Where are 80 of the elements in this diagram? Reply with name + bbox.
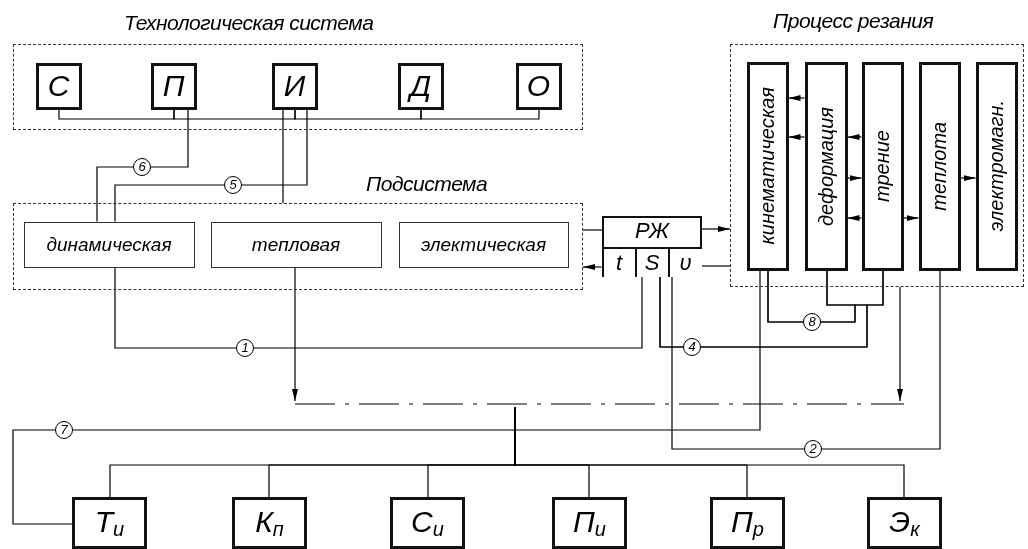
box-label: П	[162, 69, 185, 103]
box-label: Т$_{и}$	[94, 505, 125, 541]
box-label: электическая	[420, 233, 547, 256]
arrow	[959, 175, 977, 181]
box-label: кинематическая	[756, 87, 779, 245]
output-box	[867, 497, 942, 549]
arrow	[902, 215, 920, 221]
table-heading: РЖ	[635, 218, 669, 244]
connector-line	[58, 108, 175, 120]
group-title: Технологическая система	[124, 11, 374, 35]
box-label: К$_{п}$	[255, 505, 284, 541]
connector-line	[96, 108, 189, 223]
connector-line	[12, 269, 761, 525]
connector-line	[671, 269, 941, 450]
edge-label: 8	[803, 313, 821, 331]
process-column	[746, 61, 789, 271]
box-label: S	[644, 249, 660, 276]
arrow	[582, 264, 603, 270]
box-label: О	[526, 69, 551, 103]
table-cell	[601, 246, 635, 277]
box-label: t	[615, 249, 623, 276]
box-label: П$_{р}$	[731, 505, 764, 541]
box-label: Д	[409, 69, 432, 103]
element-box	[515, 62, 562, 110]
connector-line	[114, 108, 308, 223]
box-label: тепловая	[251, 233, 341, 256]
arrow	[897, 286, 903, 402]
arrow	[846, 215, 863, 221]
box-label: П$_{и}$	[573, 505, 606, 541]
edge-label: 4	[683, 338, 701, 356]
edge-label: 5	[224, 176, 242, 194]
connector-line	[282, 108, 284, 204]
subsystem-box	[23, 221, 195, 268]
box-label: С	[47, 69, 70, 103]
subsystem-box	[210, 221, 382, 268]
arrow	[787, 134, 806, 140]
output-box	[232, 497, 307, 549]
box-label: υ	[679, 249, 692, 276]
arrow	[846, 175, 863, 181]
output-box	[710, 497, 785, 549]
connector-line	[514, 406, 905, 498]
arrow	[701, 226, 731, 232]
connector-line	[114, 266, 643, 349]
box-label: И	[283, 69, 306, 103]
connector-line	[582, 229, 603, 231]
dash-dot-line	[295, 401, 904, 407]
element-box	[397, 62, 444, 110]
element-box	[150, 62, 197, 110]
process-column	[918, 61, 961, 271]
arrow	[787, 95, 806, 101]
arrow	[292, 266, 298, 402]
edge-label: 6	[133, 158, 151, 176]
process-column	[975, 61, 1018, 271]
output-box	[390, 497, 465, 549]
group-title: Процесс резания	[773, 9, 934, 33]
group-title: Подсистема	[366, 172, 488, 196]
edge-label: 2	[804, 440, 822, 458]
mode-table	[602, 216, 702, 277]
output-box	[72, 497, 147, 549]
connector-line	[420, 108, 540, 120]
connector-line	[767, 269, 884, 323]
edge-label: 7	[55, 421, 73, 439]
process-column	[861, 61, 904, 271]
element-box	[35, 62, 82, 110]
edge-label: 1	[236, 339, 254, 357]
subsystem-box	[398, 221, 569, 268]
box-label: трение	[871, 130, 894, 202]
box-label: деформация	[814, 106, 838, 226]
connector-line	[173, 108, 296, 120]
arrow	[846, 134, 863, 140]
box-label: динамическая	[46, 233, 172, 256]
box-label: теплота	[928, 121, 951, 211]
box-label: Э$_{к}$	[889, 505, 920, 541]
process-column	[804, 61, 848, 271]
connector-line	[294, 108, 422, 120]
box-label: С$_{и}$	[411, 505, 444, 541]
output-box	[552, 497, 627, 549]
element-box	[271, 62, 318, 110]
box-label: электромагн.	[985, 100, 1008, 232]
table-cell	[634, 246, 668, 277]
